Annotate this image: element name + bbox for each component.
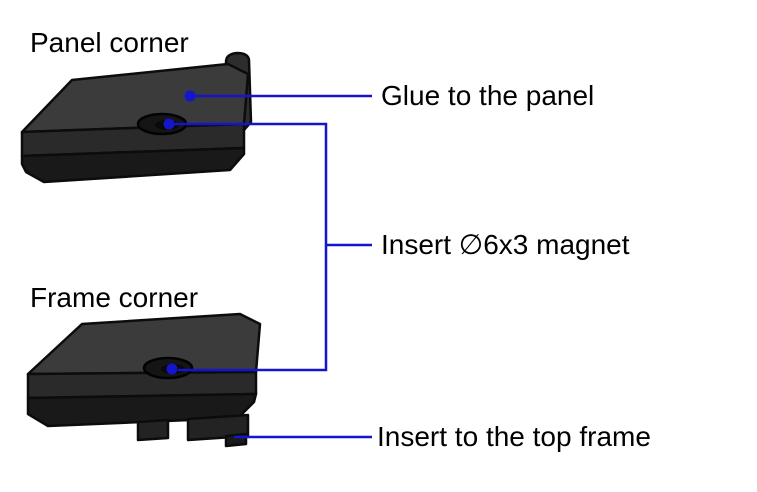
panel-corner-top-face: [20, 62, 250, 134]
callout-line-magnet: [174, 122, 328, 372]
annotation-glue-to-panel: Glue to the panel: [381, 80, 595, 111]
panel-corner-bottom-face: [20, 146, 246, 184]
annotation-insert-top-frame: Insert to the top frame: [377, 421, 651, 452]
panel-corner-label: Panel corner: [30, 27, 189, 58]
frame-corner-part: [26, 312, 262, 448]
callout-dots: [163, 90, 196, 375]
annotation-insert-magnet: Insert ∅6x3 magnet: [381, 229, 630, 260]
frame-corner-foot-left: [136, 418, 170, 442]
frame-corner-label: Frame corner: [30, 282, 199, 313]
callout-dot-glue: [184, 90, 196, 102]
callout-dot-magnet-frame: [166, 363, 178, 375]
panel-corner-part: [20, 51, 253, 184]
callout-lines: [174, 94, 372, 439]
callout-dot-magnet-panel: [163, 118, 175, 130]
